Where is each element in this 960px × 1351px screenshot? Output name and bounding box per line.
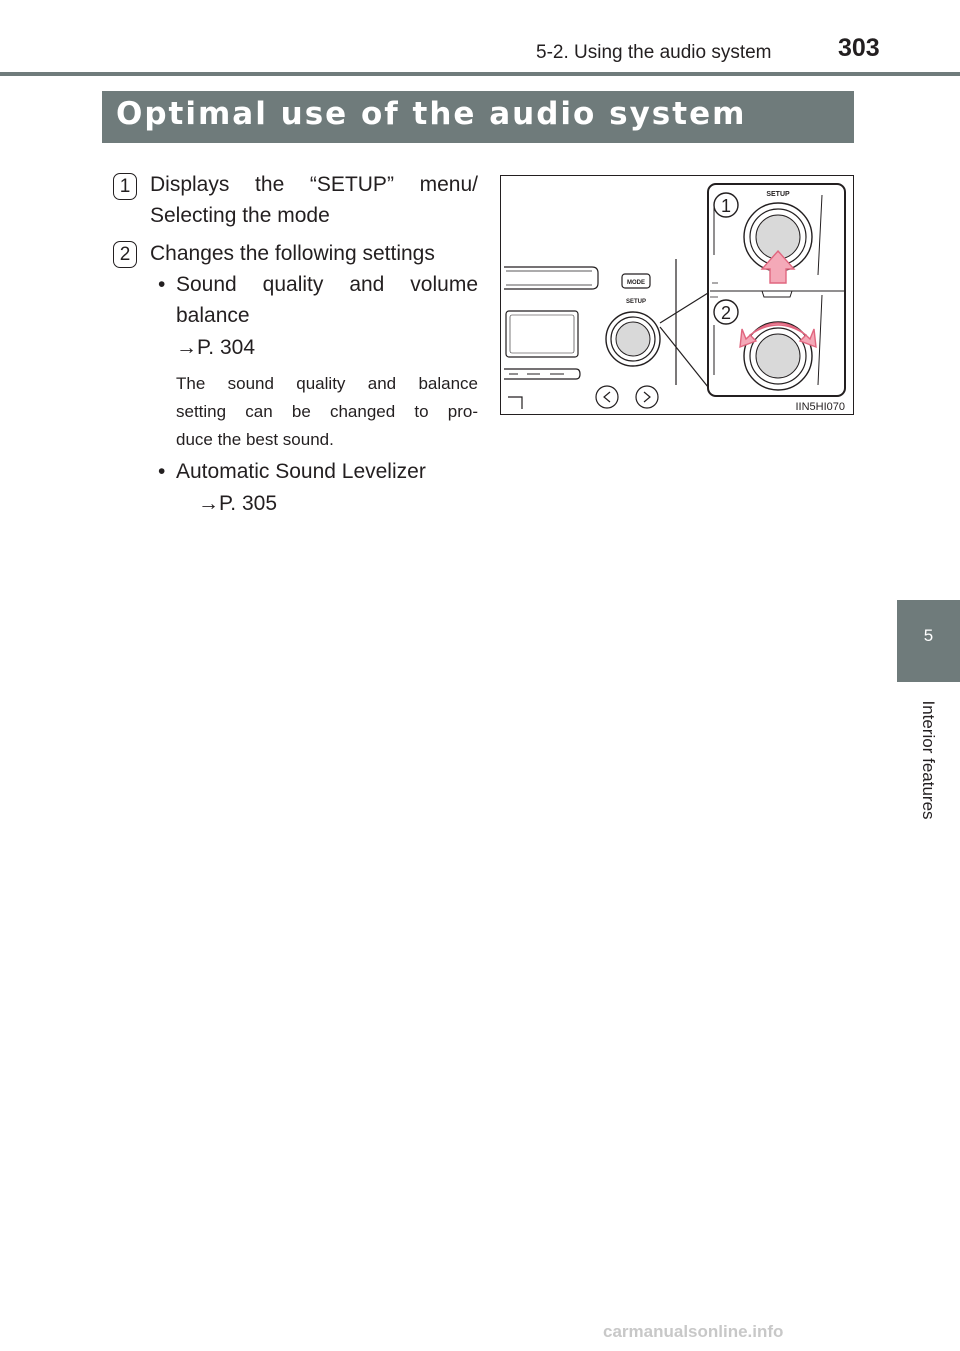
push-arrow-icon xyxy=(760,249,796,284)
sub-item-1-line-1: Sound quality and volume xyxy=(176,273,478,296)
note-line-1: The sound quality and balance xyxy=(176,374,478,393)
bullet: • xyxy=(158,460,166,483)
item-number-badge: 1 xyxy=(113,173,137,200)
page-title: Optimal use of the audio system xyxy=(116,96,747,132)
page-number: 303 xyxy=(838,34,880,62)
header-rule xyxy=(0,72,960,76)
chapter-tab: 5 xyxy=(897,600,960,682)
item-1-line-2: Selecting the mode xyxy=(150,204,330,227)
sub-item-1-line-2: balance xyxy=(176,304,250,327)
page-reference-link[interactable]: →P. 304 xyxy=(176,336,256,359)
section-heading: 5-2. Using the audio system xyxy=(536,42,772,63)
watermark: carmanualsonline.info xyxy=(603,1322,784,1341)
rotate-arrow-icon xyxy=(739,322,817,349)
note-line-2: setting can be changed to pro- xyxy=(176,402,478,421)
figure-id: IIN5HI070 xyxy=(795,401,845,413)
bullet: • xyxy=(158,273,166,296)
callout-1: 1 xyxy=(721,196,731,216)
chapter-label: Interior features xyxy=(919,700,938,820)
callout-2: 2 xyxy=(721,303,731,323)
mode-button-label: MODE xyxy=(627,280,645,286)
item-2-text: Changes the following settings xyxy=(150,242,435,265)
title-bar: Optimal use of the audio system xyxy=(102,91,854,143)
setup-zoom-label: SETUP xyxy=(766,191,790,198)
setup-knob-label: SETUP xyxy=(626,299,646,305)
item-number-badge: 2 xyxy=(113,241,137,268)
note-line-3: duce the best sound. xyxy=(176,430,334,449)
chapter-number: 5 xyxy=(923,626,934,645)
sub-item-2-line-1: Automatic Sound Levelizer xyxy=(176,460,426,483)
item-1-line-1: Displays the “SETUP” menu/ xyxy=(150,173,478,196)
page-reference-link[interactable]: →P. 305 xyxy=(198,492,278,515)
audio-panel-illustration: MODE SETUP SETUP 1 2 IIN5HI070 xyxy=(500,175,854,415)
